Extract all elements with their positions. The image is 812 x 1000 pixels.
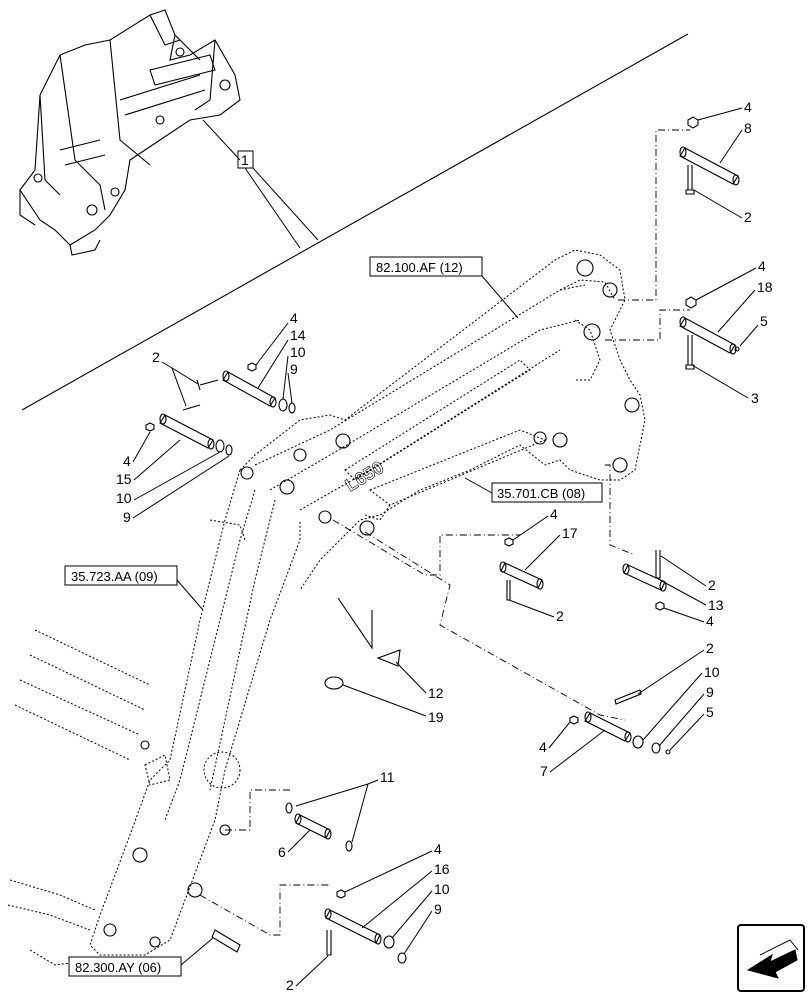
label-tr-4: 4 [744,99,752,115]
ring-9-br [651,742,661,754]
label-l-14: 14 [290,327,306,343]
label-m-17: 17 [562,525,578,541]
ring-11-b [345,840,353,852]
nut-4-a [247,362,257,372]
nut-4-mr [655,601,665,611]
label-mr-13: 13 [708,597,724,613]
label-m-4: 4 [550,506,558,522]
nut-4-m [504,537,514,547]
nut-4-top [687,116,699,129]
bolt-2-top [685,165,695,195]
ref-82300-callout: 82.300.AY (06) [68,937,214,977]
nut-4-bb [336,889,346,899]
ref-82100-label: 82.100.AF (12) [376,260,463,275]
label-l-10b: 10 [116,490,132,506]
bolt-2-m [506,580,511,601]
label-l-4b: 4 [123,453,131,469]
label-br-5: 5 [706,704,714,720]
label-bb-16: 16 [434,861,450,877]
ref-82300-label: 82.300.AY (06) [75,960,161,975]
pin-14 [222,370,277,408]
pin-18 [679,316,737,355]
ref-82100-callout: 82.100.AF (12) [369,256,519,319]
label-l-4a: 4 [290,310,298,326]
assembly-lines [199,129,690,936]
label-l-10a: 10 [290,344,306,360]
label-mr-4: 4 [706,613,714,629]
label-c-12: 12 [428,685,444,701]
label-br-9: 9 [706,684,714,700]
label-b-6: 6 [278,844,286,860]
bolt-2-mr [655,550,661,579]
label-l-9b: 9 [123,509,131,525]
pin-7 [584,711,632,743]
label-bb-2: 2 [286,977,294,993]
ref-35701-label: 35.701.CB (08) [497,486,585,501]
label-l-9a: 9 [290,361,298,377]
nut-4-right [685,296,697,309]
nipple-5-right [734,346,740,352]
label-r-5: 5 [760,313,768,329]
label-r-4: 4 [758,258,766,274]
arrow-left-icon[interactable] [737,924,805,992]
washer-10-b [215,439,225,453]
clip-12 [376,649,401,667]
nut-4-b [145,422,155,432]
callout-1: 1 [202,119,319,249]
pin-17 [499,561,544,590]
pin-6 [294,813,332,840]
arrow-mark [337,597,373,650]
bolt-2-a [182,379,219,411]
ring-9-b [225,444,233,456]
pin-15 [159,413,215,450]
label-br-10: 10 [704,664,720,680]
ring-11-a [285,802,293,814]
label-m-2: 2 [556,608,564,624]
bolt-3 [685,335,695,370]
pin-13 [622,563,667,592]
label-l-2: 2 [152,349,160,365]
callout-1-label: 1 [241,152,249,168]
separator-line [21,33,689,411]
label-br-2: 2 [706,640,714,656]
washer-10-bb [383,935,395,949]
label-mr-2: 2 [708,577,716,593]
label-tr-2: 2 [744,209,752,225]
label-bb-10: 10 [434,881,450,897]
loader-overview-thumbnail [19,9,241,256]
nipple-5-br [665,749,671,755]
washer-10-br [632,735,644,749]
bolt-82300 [211,929,241,953]
nut-4-br [569,715,579,725]
label-bb-4: 4 [434,841,442,857]
ring-9-bb [397,952,407,964]
part-labels: 4 8 2 4 18 5 3 2 4 14 10 9 4 15 10 9 4 1… [116,99,773,993]
label-br-7: 7 [540,763,548,779]
bolt-2-br [614,689,642,705]
ring-9-a [288,402,296,414]
washer-10-a [278,398,288,412]
loader-frame: L650 [7,249,646,966]
label-b-11: 11 [380,769,395,785]
label-c-19: 19 [428,709,444,725]
label-br-4: 4 [539,739,547,755]
label-r-3: 3 [751,390,759,406]
ref-35701-callout: 35.701.CB (08) [464,477,603,503]
washer-19 [324,676,344,690]
pin-8 [679,146,740,186]
label-r-18: 18 [757,279,773,295]
ref-35723-callout: 35.723.AA (09) [64,565,204,611]
label-tr-8: 8 [744,120,752,136]
pin-16 [324,908,382,945]
label-bb-9: 9 [434,901,442,917]
ref-35723-label: 35.723.AA (09) [71,569,158,584]
label-l-15: 15 [116,471,132,487]
bolt-2-bb [326,930,332,956]
